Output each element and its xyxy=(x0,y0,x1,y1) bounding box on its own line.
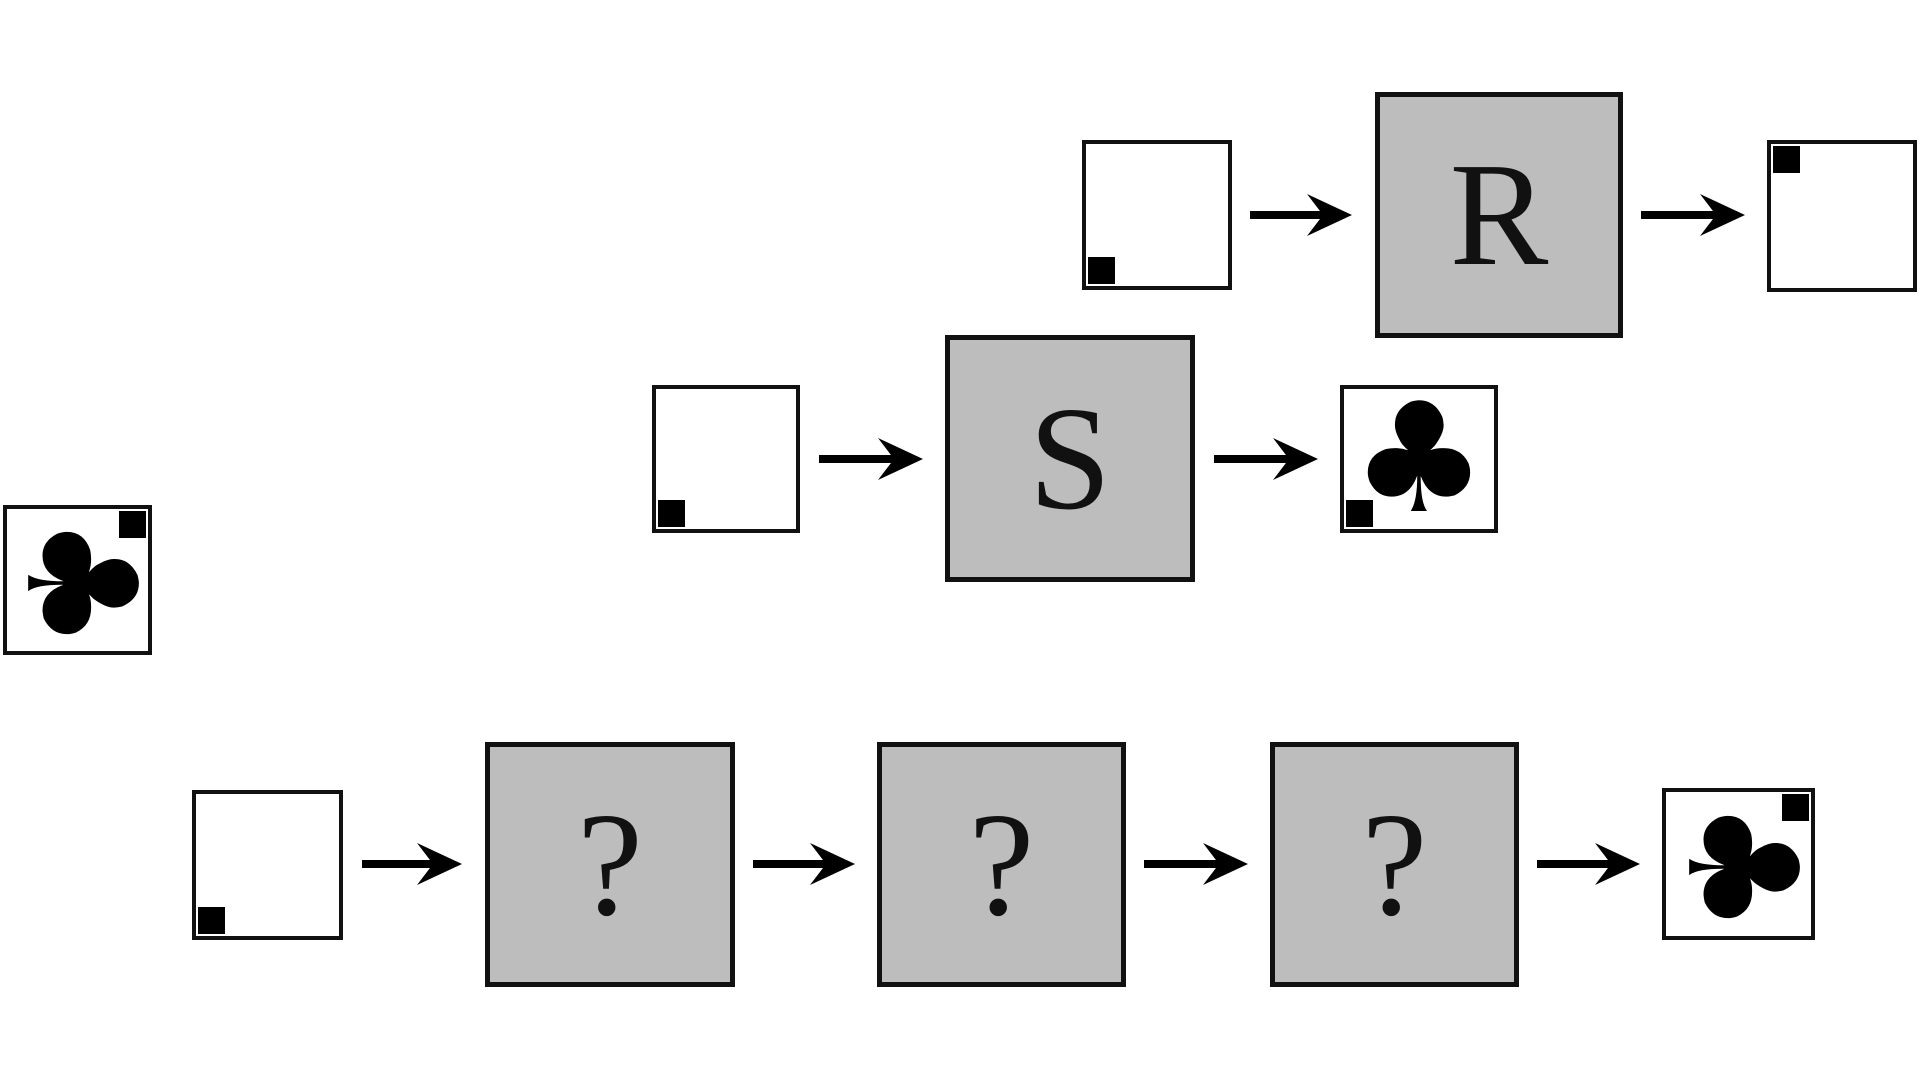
corner-marker xyxy=(1782,794,1809,821)
right-arrow-icon xyxy=(753,843,855,885)
right-arrow-icon xyxy=(1144,843,1248,885)
bottom-input-card xyxy=(192,790,343,940)
corner-marker xyxy=(658,500,685,527)
operator-box-s: S xyxy=(945,335,1195,582)
corner-marker xyxy=(198,907,225,934)
operator-box-question-3: ? xyxy=(1270,742,1519,987)
corner-marker xyxy=(1088,257,1115,284)
operator-label: R xyxy=(1449,133,1549,297)
operator-box-r: R xyxy=(1375,92,1623,338)
bottom-output-card: ♣ xyxy=(1654,788,1831,940)
corner-marker xyxy=(1773,146,1800,173)
middle-output-card: ♣ xyxy=(1340,370,1498,547)
right-arrow-icon xyxy=(1641,194,1745,236)
right-arrow-icon xyxy=(362,843,462,885)
operator-box-question-2: ? xyxy=(877,742,1126,987)
corner-marker xyxy=(1346,500,1373,527)
operator-label: ? xyxy=(1361,782,1428,947)
operator-label: ? xyxy=(577,782,643,947)
top-output-card xyxy=(1767,140,1917,292)
operator-label: ? xyxy=(968,782,1035,947)
target-example-card: ♣ xyxy=(0,505,170,655)
right-arrow-icon xyxy=(1250,194,1352,236)
operator-box-question-1: ? xyxy=(485,742,735,987)
right-arrow-icon xyxy=(819,438,923,480)
right-arrow-icon xyxy=(1214,438,1318,480)
middle-input-card xyxy=(652,385,800,533)
club-suit-icon: ♣ xyxy=(1350,370,1488,547)
top-input-card xyxy=(1082,140,1232,290)
corner-marker xyxy=(119,511,146,538)
operator-label: S xyxy=(1028,376,1112,541)
right-arrow-icon xyxy=(1537,843,1640,885)
